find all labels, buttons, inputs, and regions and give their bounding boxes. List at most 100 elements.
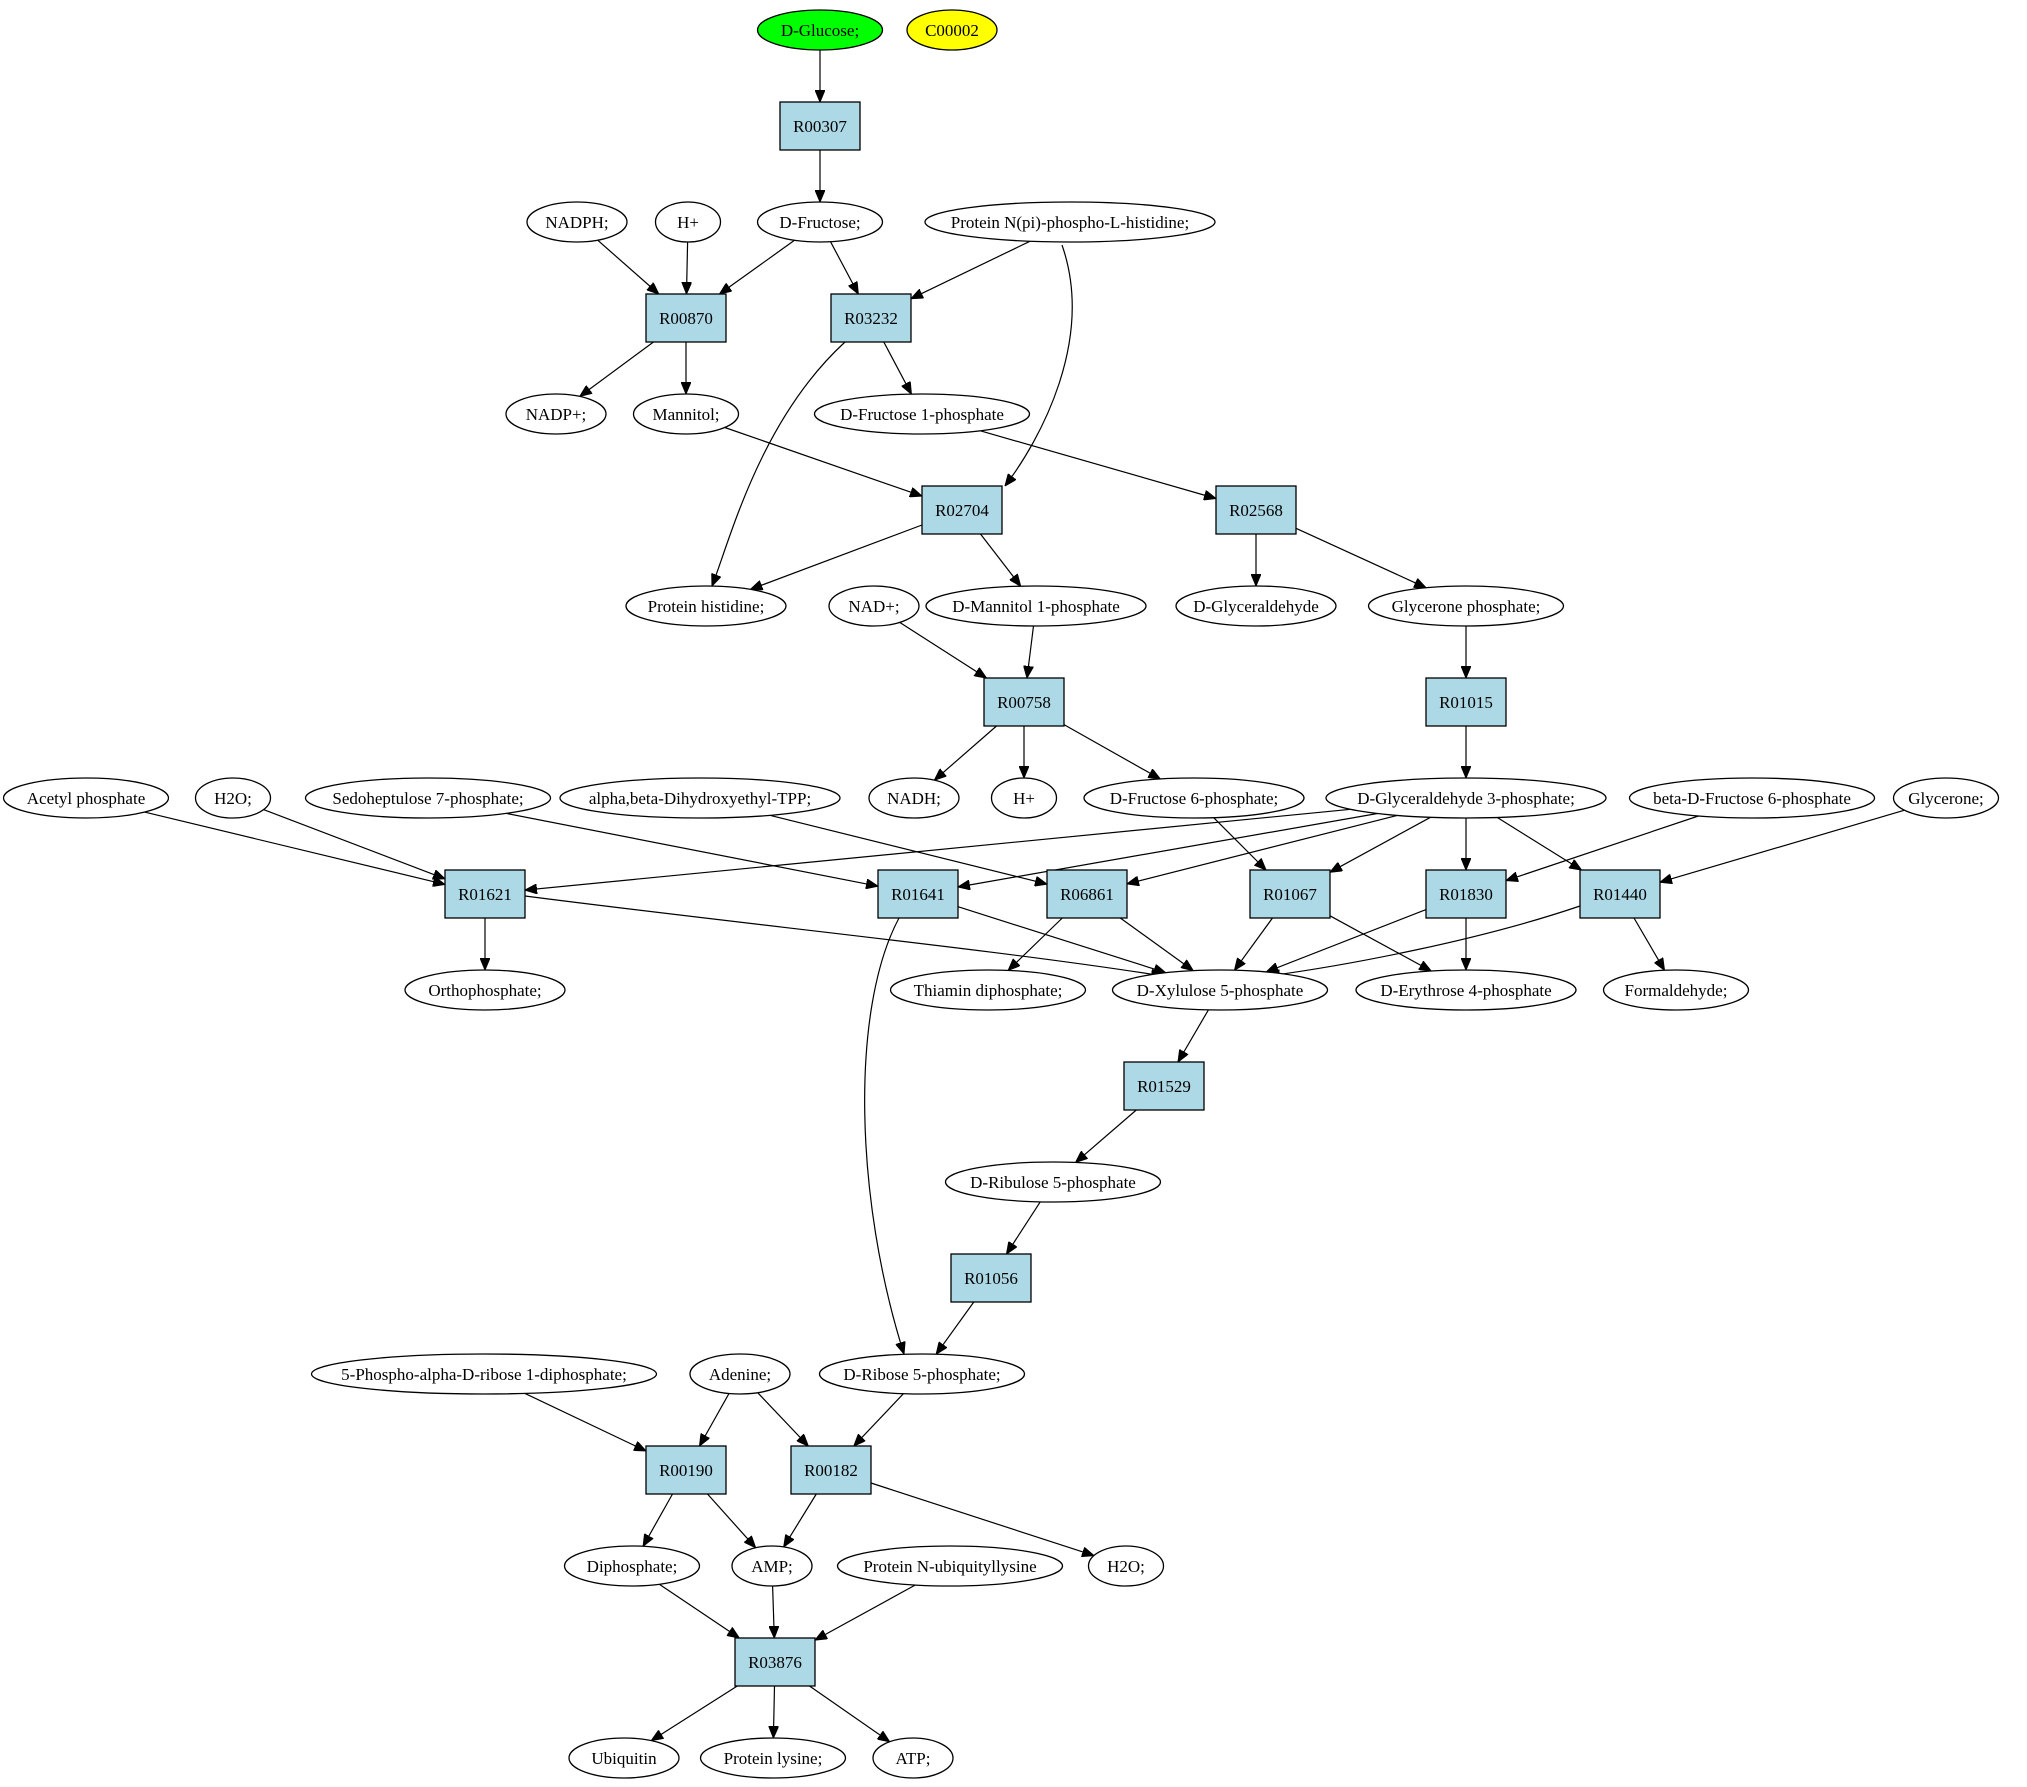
node-label: Sedoheptulose 7-phosphate; xyxy=(332,789,523,808)
compound-node-nadplus[interactable]: NAD+; xyxy=(828,585,920,627)
compound-node-bfru6p[interactable]: beta-D-Fructose 6-phosphate xyxy=(1628,777,1876,819)
compound-node-prothis[interactable]: Protein histidine; xyxy=(625,585,787,627)
node-label: NADP+; xyxy=(526,405,587,424)
compound-node-diphosphate[interactable]: Diphosphate; xyxy=(563,1545,701,1587)
reaction-node-r03232[interactable]: R03232 xyxy=(830,293,912,343)
edge-xylu5p-to-r01529 xyxy=(1178,1009,1209,1062)
compound-node-glycerone[interactable]: Glycerone; xyxy=(1892,777,2000,819)
node-label: H2O; xyxy=(214,789,252,808)
compound-node-prpp[interactable]: 5-Phospho-alpha-D-ribose 1-diphosphate; xyxy=(310,1353,658,1395)
node-label: NADPH; xyxy=(545,213,608,232)
compound-node-nadh[interactable]: NADH; xyxy=(868,777,960,819)
compound-node-amp[interactable]: AMP; xyxy=(731,1545,813,1587)
compound-ellipse xyxy=(1628,777,1876,819)
compound-ellipse xyxy=(990,777,1058,819)
compound-ellipse xyxy=(1355,969,1577,1011)
reaction-node-r00190[interactable]: R00190 xyxy=(645,1445,727,1495)
node-label: R03876 xyxy=(748,1653,802,1672)
node-label: D-Ribulose 5-phosphate xyxy=(970,1173,1136,1192)
compound-node-acetylp[interactable]: Acetyl phosphate xyxy=(2,777,170,819)
reaction-node-r00870[interactable]: R00870 xyxy=(645,293,727,343)
reaction-node-r01015[interactable]: R01015 xyxy=(1425,677,1507,727)
edge-r01830-to-xylu5p xyxy=(1266,909,1427,972)
edge-fru6p-to-r01067 xyxy=(1213,817,1266,870)
node-label: D-Glyceraldehyde xyxy=(1193,597,1319,616)
node-label: AMP; xyxy=(751,1557,793,1576)
compound-node-protnub[interactable]: Protein N-ubiquityllysine xyxy=(836,1545,1064,1587)
edge-r01529-to-ribu5p xyxy=(1076,1109,1137,1162)
compound-node-formaldehyde[interactable]: Formaldehyde; xyxy=(1602,969,1750,1011)
edge-r01440-to-xylu5p xyxy=(1268,905,1581,976)
compound-node-glyceraldehyde[interactable]: D-Glyceraldehyde xyxy=(1175,585,1337,627)
compound-node-glyceronep[interactable]: Glycerone phosphate; xyxy=(1367,585,1565,627)
reaction-node-r01056[interactable]: R01056 xyxy=(950,1253,1032,1303)
compound-node-protlys[interactable]: Protein lysine; xyxy=(699,1737,847,1779)
node-label: H2O; xyxy=(1107,1557,1145,1576)
reaction-node-r00758[interactable]: R00758 xyxy=(983,677,1065,727)
compound-ellipse xyxy=(568,1737,680,1779)
compound-node-protnpi[interactable]: Protein N(pi)-phospho-L-histidine; xyxy=(924,201,1216,243)
compound-ellipse xyxy=(304,777,552,819)
compound-ellipse xyxy=(1175,585,1337,627)
reaction-node-r01641[interactable]: R01641 xyxy=(877,869,959,919)
node-label: R00190 xyxy=(659,1461,713,1480)
compound-ellipse xyxy=(828,585,920,627)
compound-node-fru6p[interactable]: D-Fructose 6-phosphate; xyxy=(1083,777,1305,819)
compound-node-c00002[interactable]: C00002 xyxy=(906,9,998,51)
compound-node-hplus2[interactable]: H+ xyxy=(990,777,1058,819)
compound-node-mannitol[interactable]: Mannitol; xyxy=(632,393,740,435)
reaction-box xyxy=(1123,1061,1205,1111)
reaction-node-r02704[interactable]: R02704 xyxy=(921,485,1003,535)
compound-node-thiamin[interactable]: Thiamin diphosphate; xyxy=(889,969,1087,1011)
compound-node-xylu5p[interactable]: D-Xylulose 5-phosphate xyxy=(1111,969,1329,1011)
node-label: Orthophosphate; xyxy=(428,981,541,1000)
compound-node-orthop[interactable]: Orthophosphate; xyxy=(404,969,566,1011)
compound-node-mannitol1p[interactable]: D-Mannitol 1-phosphate xyxy=(925,585,1147,627)
node-label: beta-D-Fructose 6-phosphate xyxy=(1653,789,1851,808)
reaction-node-r02568[interactable]: R02568 xyxy=(1215,485,1297,535)
compound-node-ribu5p[interactable]: D-Ribulose 5-phosphate xyxy=(944,1161,1162,1203)
compound-node-ery4p[interactable]: D-Erythrose 4-phosphate xyxy=(1355,969,1577,1011)
edge-diphosphate-to-r03876 xyxy=(658,1583,739,1638)
reaction-node-r01529[interactable]: R01529 xyxy=(1123,1061,1205,1111)
compound-ellipse xyxy=(689,1353,791,1395)
compound-node-glucose[interactable]: D-Glucose; xyxy=(756,9,884,51)
reaction-node-r01440[interactable]: R01440 xyxy=(1579,869,1661,919)
edge-r06861-to-xylu5p xyxy=(1119,917,1193,971)
reaction-node-r01830[interactable]: R01830 xyxy=(1425,869,1507,919)
edge-r02568-to-glyceronep xyxy=(1295,527,1426,589)
compound-node-nadpplus[interactable]: NADP+; xyxy=(505,393,607,435)
compound-node-abtpp[interactable]: alpha,beta-Dihydroxyethyl-TPP; xyxy=(559,777,841,819)
reaction-node-r03876[interactable]: R03876 xyxy=(734,1637,816,1687)
reaction-box xyxy=(1579,869,1661,919)
edge-sedo7p-to-r01641 xyxy=(506,812,878,886)
edge-fructose-to-r03232 xyxy=(829,241,859,294)
node-label: Thiamin diphosphate; xyxy=(914,981,1063,1000)
reaction-node-r00182[interactable]: R00182 xyxy=(790,1445,872,1495)
reaction-node-r06861[interactable]: R06861 xyxy=(1046,869,1128,919)
edge-ribu5p-to-r01056 xyxy=(1007,1201,1041,1254)
compound-node-fructose[interactable]: D-Fructose; xyxy=(756,201,884,243)
compound-node-nadph[interactable]: NADPH; xyxy=(526,201,628,243)
compound-ellipse xyxy=(2,777,170,819)
reaction-node-r00307[interactable]: R00307 xyxy=(779,101,861,151)
compound-node-ubiquitin[interactable]: Ubiquitin xyxy=(568,1737,680,1779)
edge-mannitol1p-to-r00758 xyxy=(1027,625,1035,678)
compound-node-hplus1[interactable]: H+ xyxy=(654,201,722,243)
node-label: R01529 xyxy=(1137,1077,1191,1096)
reaction-node-r01067[interactable]: R01067 xyxy=(1249,869,1331,919)
compound-node-ga3p[interactable]: D-Glyceraldehyde 3-phosphate; xyxy=(1325,777,1607,819)
reaction-node-r01621[interactable]: R01621 xyxy=(444,869,526,919)
compound-node-rib5p[interactable]: D-Ribose 5-phosphate; xyxy=(818,1353,1026,1395)
compound-node-atp[interactable]: ATP; xyxy=(872,1737,954,1779)
edge-amp-to-r03876 xyxy=(773,1585,775,1638)
compound-node-h2o2[interactable]: H2O; xyxy=(1087,1545,1165,1587)
compound-node-h2o1[interactable]: H2O; xyxy=(194,777,272,819)
compound-node-adenine[interactable]: Adenine; xyxy=(689,1353,791,1395)
compound-node-sedo7p[interactable]: Sedoheptulose 7-phosphate; xyxy=(304,777,552,819)
compound-ellipse xyxy=(756,9,884,51)
edge-ga3p-to-r01440 xyxy=(1496,816,1581,871)
compound-node-fru1p[interactable]: D-Fructose 1-phosphate xyxy=(813,393,1031,435)
compound-ellipse xyxy=(310,1353,658,1395)
edge-protnpi-to-r02704 xyxy=(1005,244,1073,486)
